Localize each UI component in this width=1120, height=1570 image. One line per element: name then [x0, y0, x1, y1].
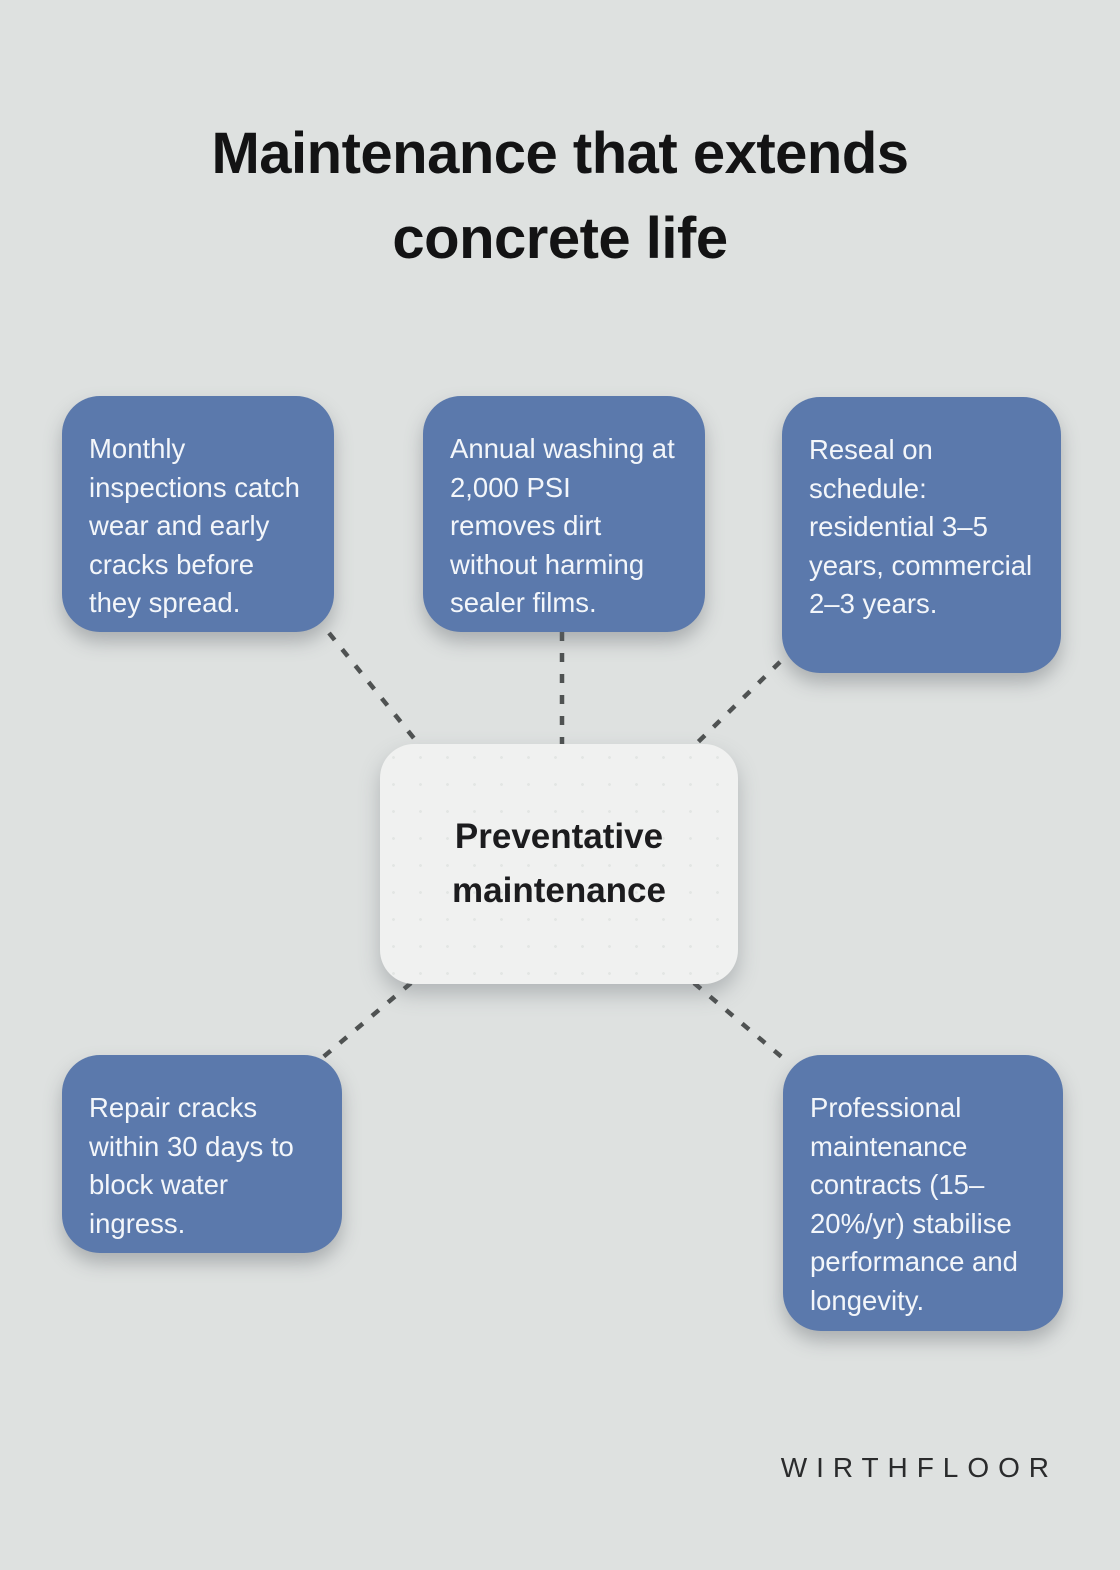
brand-logo: WIRTHFLOOR	[780, 1452, 1058, 1483]
node-professional-contracts: Professional maintenance contracts (15–2…	[783, 1055, 1063, 1331]
page-title: Maintenance that extends concrete life	[211, 121, 909, 271]
node-monthly-inspections: Monthly inspections catch wear and early…	[62, 396, 334, 632]
connector-bottom-right	[692, 981, 792, 1066]
node-reseal-schedule-text: Reseal on schedule: residential 3–5 year…	[809, 434, 1033, 619]
node-professional-contracts-text: Professional maintenance contracts (15–2…	[810, 1092, 1018, 1316]
node-reseal-schedule: Reseal on schedule: residential 3–5 year…	[782, 397, 1061, 673]
node-annual-washing-text: Annual washing at 2,000 PSI removes dirt…	[450, 433, 675, 618]
connector-top-right	[692, 660, 782, 748]
center-node-label: Preventative maintenance	[452, 816, 666, 910]
node-repair-cracks-text: Repair cracks within 30 days to block wa…	[89, 1092, 294, 1239]
node-annual-washing: Annual washing at 2,000 PSI removes dirt…	[423, 396, 705, 632]
connector-top-left	[327, 631, 423, 749]
center-node-preventative-maintenance: Preventative maintenance	[380, 744, 738, 984]
connector-bottom-left	[320, 981, 413, 1060]
node-monthly-inspections-text: Monthly inspections catch wear and early…	[89, 433, 300, 618]
node-repair-cracks: Repair cracks within 30 days to block wa…	[62, 1055, 342, 1253]
